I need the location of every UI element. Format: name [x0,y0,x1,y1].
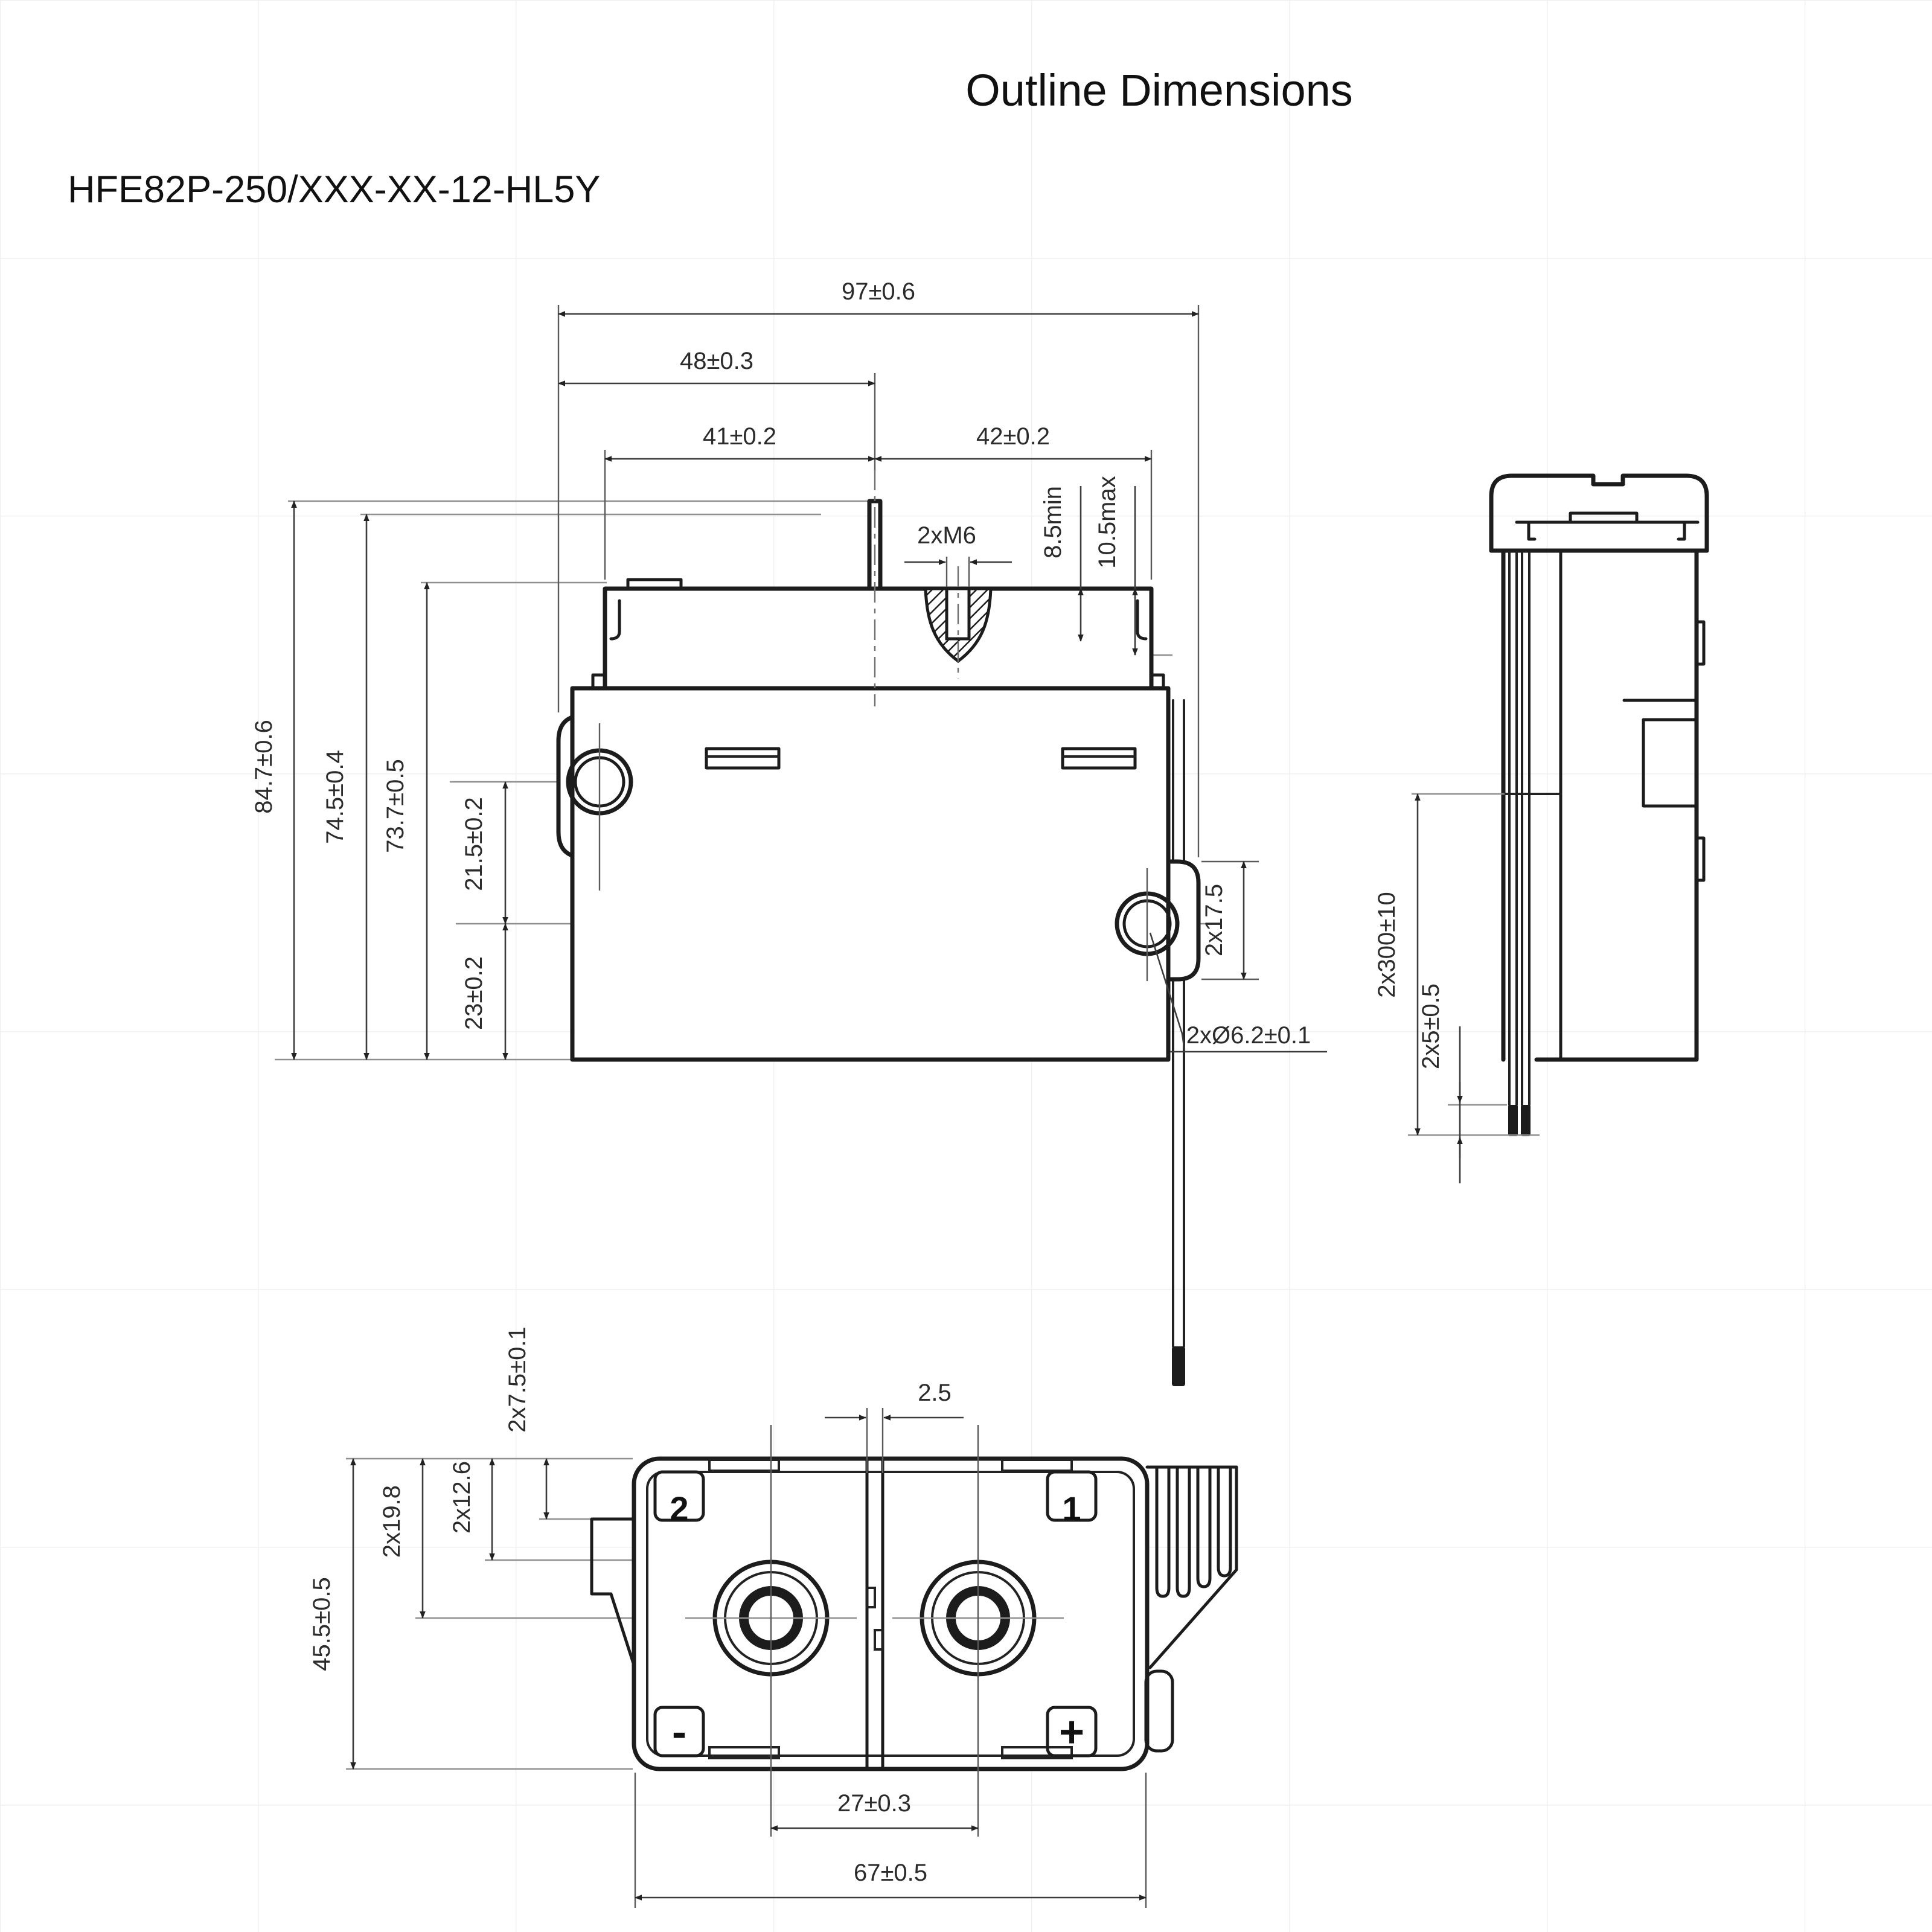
positive-label: + [1059,1708,1084,1756]
side-lead-wires [1502,551,1562,1136]
dim-bottom-total-width: 67±0.5 [854,1860,927,1886]
bottom-view: 2 1 - + 2.5 2x7.5±0.1 2x12.6 2x19.8 [309,1326,1238,1908]
bottom-corner-marks: 2 1 - + [653,1470,1098,1758]
front-body [570,686,1171,1062]
front-stem [867,470,883,706]
dim-hole-to-bottom: 23±0.2 [461,956,487,1030]
dim-lead-length: 2x300±10 [1374,892,1400,997]
dim-slot-depth-b: 2x12.6 [449,1461,475,1534]
dim-width-to-center: 48±0.3 [680,348,753,374]
front-cap [591,578,1165,691]
dim-total-width: 97±0.6 [842,278,915,305]
negative-label: - [672,1708,686,1756]
front-lead-wire [1172,699,1185,1386]
front-view: 97±0.6 48±0.3 41±0.2 42±0.2 2xM6 8.5min … [251,278,1327,1386]
dim-total-depth: 45.5±0.5 [309,1577,335,1671]
front-left-hole [566,723,633,891]
front-dimensions: 97±0.6 48±0.3 41±0.2 42±0.2 2xM6 8.5min … [251,278,1327,1060]
dim-height-2: 74.5±0.4 [322,750,348,843]
bottom-terminal-right [892,1425,1064,1837]
dim-center-gap: 2.5 [918,1380,952,1406]
side-body [1501,548,1706,1062]
side-view: 2x300±10 2x5±0.5 [1374,473,1709,1183]
part-number: HFE82P-250/XXX-XX-12-HL5Y [68,168,600,211]
dim-lead-strip: 2x5±0.5 [1418,984,1444,1069]
dim-body-right: 42±0.2 [976,423,1050,450]
side-dimensions: 2x300±10 2x5±0.5 [1374,793,1540,1183]
dim-terminal-pitch: 27±0.3 [837,1790,911,1817]
page-title: Outline Dimensions [965,65,1353,115]
side-cap [1489,473,1709,553]
dim-thread-depth: 8.5min [1040,486,1066,558]
dim-bracket-height: 2x17.5 [1201,884,1227,956]
dim-slot-depth-a: 2x19.8 [379,1485,405,1558]
dim-hole-offset: 21.5±0.2 [461,797,487,891]
dim-hole-diameter: 2xØ6.2±0.1 [1186,1022,1311,1049]
terminal-2-label: 2 [670,1489,688,1527]
bottom-center-divider [865,1457,884,1771]
front-thread-bushing [924,566,993,679]
dim-corner-offset: 2x7.5±0.1 [504,1326,531,1432]
dim-thread: 2xM6 [917,522,976,549]
bottom-body [590,1456,1150,1771]
front-vent-slits [705,747,1137,770]
dim-height-3: 73.7±0.5 [382,759,409,852]
bottom-terminal-left [685,1425,857,1837]
dim-boss-height: 10.5max [1094,476,1121,568]
terminal-1-label: 1 [1062,1489,1081,1527]
bottom-fins [1144,1465,1238,1753]
dim-total-height: 84.7±0.6 [251,720,277,813]
front-right-bracket [1115,859,1201,982]
dim-body-left: 41±0.2 [703,423,776,450]
bottom-dimensions: 2.5 2x7.5±0.1 2x12.6 2x19.8 45.5±0.5 27±… [309,1326,1147,1908]
